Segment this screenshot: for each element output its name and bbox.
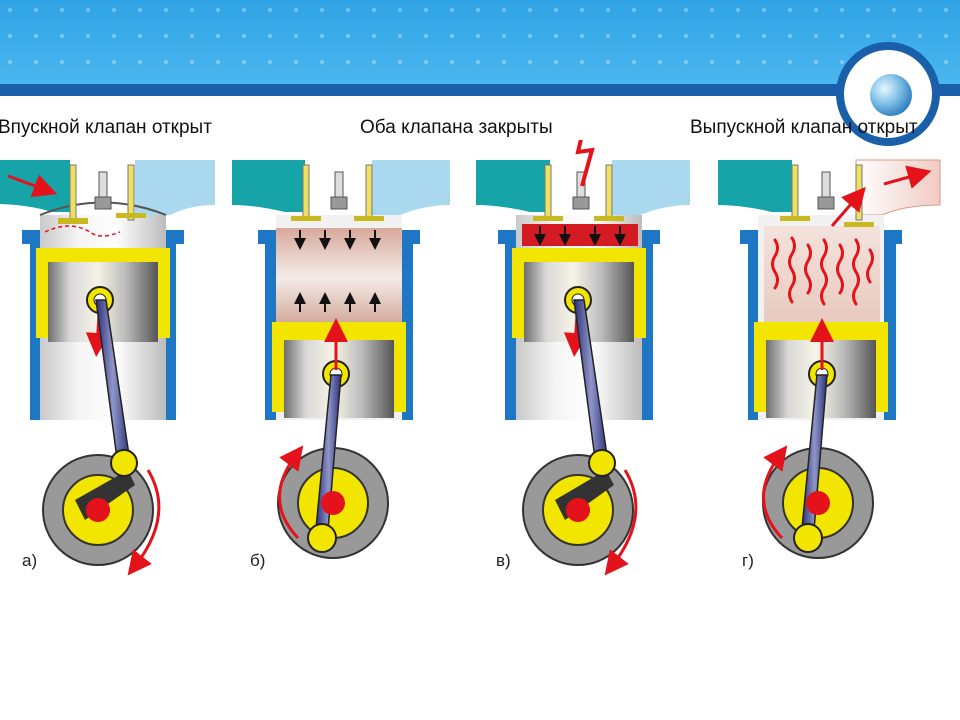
exhaust-manifold (135, 160, 215, 215)
engine-strokes-diagram: а) б) в) г) (0, 140, 941, 576)
exhaust-gases (764, 226, 880, 330)
globe-icon (870, 74, 912, 116)
label-a: а) (22, 551, 37, 570)
logo-badge (836, 42, 940, 146)
panel-compression (232, 160, 450, 559)
intake-valve (69, 164, 77, 221)
ignition-zone (522, 224, 638, 246)
exhaust-valve (127, 164, 135, 221)
panel-intake (0, 160, 215, 576)
compressed-mixture (276, 228, 402, 328)
spark-plug (98, 171, 108, 198)
panel-power (476, 140, 690, 576)
label-c: в) (496, 551, 511, 570)
exhaust-flow-arrow (883, 165, 932, 189)
header-band (0, 0, 960, 84)
label-d: г) (742, 551, 754, 570)
caption-exhaust: Выпускной клапан открыт (690, 117, 918, 138)
caption-closed: Оба клапана закрыты (360, 117, 553, 138)
spark-icon (575, 140, 595, 187)
label-b: б) (250, 551, 265, 570)
intake-flow-arrow (7, 174, 58, 198)
header-strip (0, 84, 960, 96)
panel-exhaust (718, 159, 941, 559)
caption-intake: Впускной клапан открыт (0, 117, 212, 138)
